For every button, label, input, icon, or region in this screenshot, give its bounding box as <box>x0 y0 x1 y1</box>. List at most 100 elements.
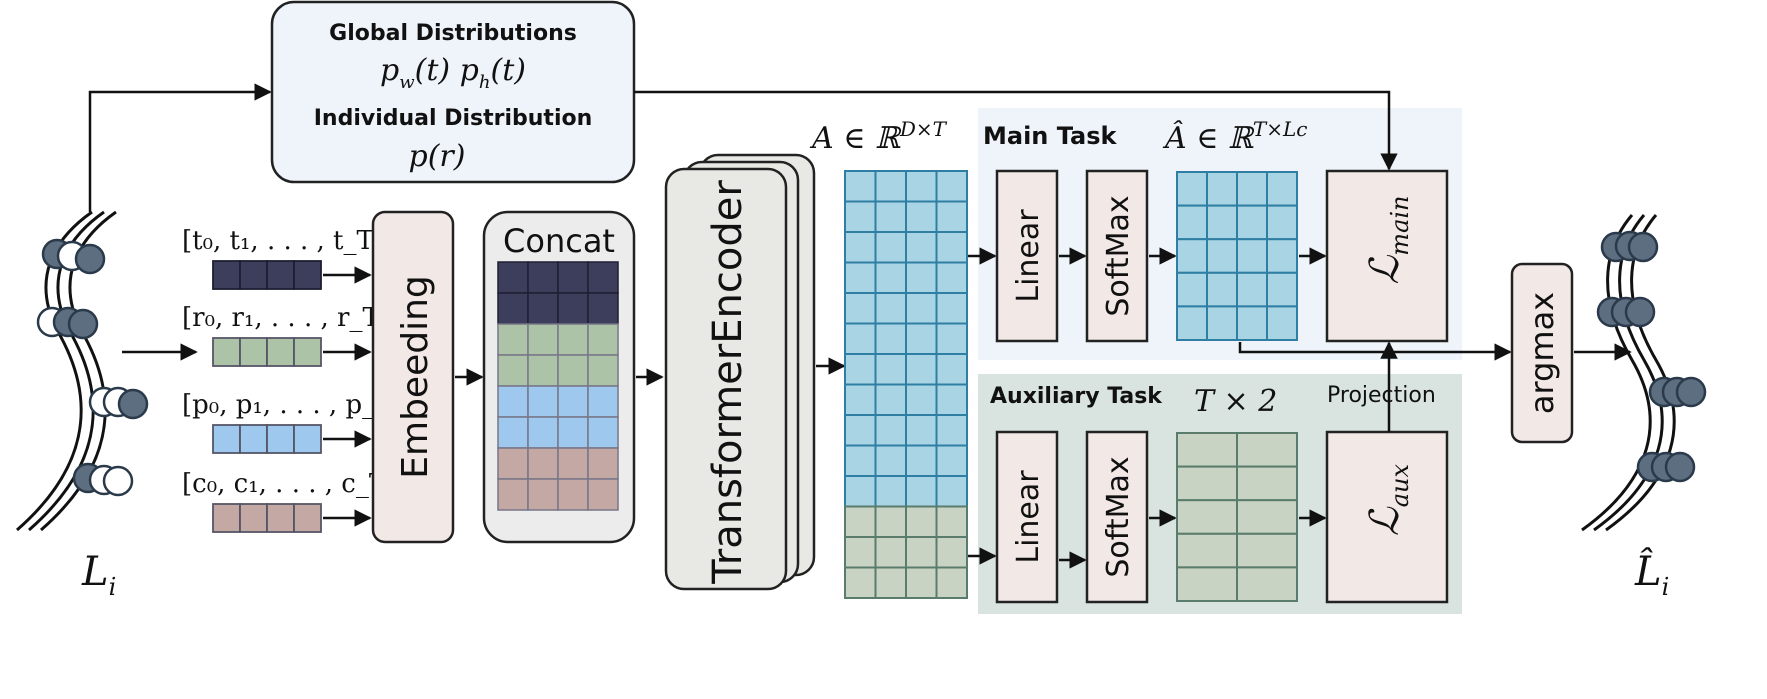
lane-node-8 <box>117 388 149 420</box>
concat-cell <box>497 385 529 418</box>
a-cell <box>905 353 938 386</box>
concat-cell <box>527 416 559 449</box>
lane-line-0 <box>1581 214 1652 532</box>
input-lane-label: Li <box>81 549 116 601</box>
a-cell <box>874 566 907 599</box>
a-cell <box>844 322 877 355</box>
a-cell <box>935 383 968 416</box>
a-cell <box>874 475 907 508</box>
a-hat-cell <box>1176 204 1208 241</box>
concat-cell <box>557 354 589 387</box>
a-cell <box>935 566 968 599</box>
input-cell <box>212 503 241 533</box>
concat-cell <box>587 447 619 480</box>
main-softmax-label: SoftMax <box>1101 195 1136 316</box>
aux-loss-label: ℒaux <box>1362 463 1414 536</box>
a-cell <box>874 383 907 416</box>
concat-cell <box>587 385 619 418</box>
concat-cell <box>527 323 559 356</box>
concat-cell <box>557 323 589 356</box>
lane-node-5 <box>67 308 99 340</box>
concat-cell <box>497 447 529 480</box>
input-label-0: [t₀, t₁, . . . , t_T] <box>182 226 384 256</box>
a-hat-cell <box>1266 238 1298 274</box>
global-distributions-formula: pw(t) ph(t) <box>380 53 526 93</box>
a-cell <box>844 475 877 508</box>
input-tokens: [t₀, t₁, . . . , t_T][r₀, r₁, . . . , r_… <box>182 226 403 533</box>
embedding-box <box>371 210 455 544</box>
a-cell <box>874 170 907 203</box>
input-bar-0 <box>212 260 322 290</box>
a-cell <box>844 170 877 203</box>
lane-line-1 <box>1593 214 1664 532</box>
aux-shape-label: T × 2 <box>1194 384 1277 419</box>
aux-linear-label: Linear <box>1011 470 1046 564</box>
a-cell <box>905 292 938 325</box>
aux-softmax-label: SoftMax <box>1101 456 1136 577</box>
concat-cell <box>527 385 559 418</box>
concat-cell <box>527 292 559 325</box>
individual-distribution-title: Individual Distribution <box>314 106 593 131</box>
a-matrix-label: A ∈ ℝD×T <box>809 117 948 156</box>
input-label-2: [p₀, p₁, . . . , p_T] <box>182 390 403 420</box>
lane-node-8 <box>1675 376 1707 408</box>
a-cell <box>935 475 968 508</box>
a-cell <box>874 200 907 233</box>
main-linear-label: Linear <box>1011 209 1046 303</box>
a-hat-cell <box>1266 305 1298 341</box>
individual-distribution-formula: p(r) <box>409 139 466 174</box>
concat-cell <box>587 323 619 356</box>
concat-cell <box>497 478 529 511</box>
output-lane-label: L̂i <box>1634 549 1669 601</box>
input-cell <box>266 260 295 290</box>
aux-cell <box>1236 499 1298 535</box>
input-cell <box>239 503 268 533</box>
aux-cell <box>1176 499 1238 535</box>
concat-cell <box>497 261 529 294</box>
argmax-label: argmax <box>1523 292 1561 414</box>
a-cell <box>844 444 877 477</box>
concat-cell <box>497 292 529 325</box>
concat-cell <box>557 416 589 449</box>
aux-loss-box <box>1325 430 1449 604</box>
lane-node-11 <box>1664 451 1696 483</box>
main-loss-label: ℒmain <box>1362 195 1414 284</box>
main-loss-box <box>1325 169 1449 343</box>
a-cell <box>905 536 938 569</box>
a-cell <box>905 383 938 416</box>
input-bar-3 <box>212 503 322 533</box>
concat-cell <box>497 323 529 356</box>
a-hat-cell <box>1236 204 1268 241</box>
a-cell <box>905 414 938 447</box>
concat-cell <box>587 292 619 325</box>
a-cell <box>935 261 968 294</box>
concat-cell <box>557 261 589 294</box>
input-cell <box>293 424 322 454</box>
a-cell <box>844 566 877 599</box>
a-cell <box>844 383 877 416</box>
a-cell <box>844 292 877 325</box>
concat-cell <box>527 447 559 480</box>
a-hat-cell <box>1176 171 1208 207</box>
a-cell <box>844 261 877 294</box>
a-cell <box>905 200 938 233</box>
concat-cell <box>557 447 589 480</box>
a-hat-cell <box>1176 271 1208 308</box>
a-cell <box>935 353 968 386</box>
a-hat-cell <box>1266 171 1298 207</box>
a-cell <box>874 231 907 264</box>
aux-cell <box>1176 432 1238 468</box>
lane-node-2 <box>74 243 106 275</box>
a-hat-label: Â ∈ ℝT×Lc <box>1162 117 1307 156</box>
concat-label: Concat <box>503 222 615 260</box>
a-cell <box>844 200 877 233</box>
input-bar-1 <box>212 337 322 367</box>
lane-node-11 <box>102 465 134 497</box>
input-cell <box>293 337 322 367</box>
input-cell <box>266 503 295 533</box>
a-cell <box>844 414 877 447</box>
a-cell <box>874 414 907 447</box>
a-hat-cell <box>1206 171 1238 207</box>
global-to-main-loss-arrow <box>634 90 1398 171</box>
